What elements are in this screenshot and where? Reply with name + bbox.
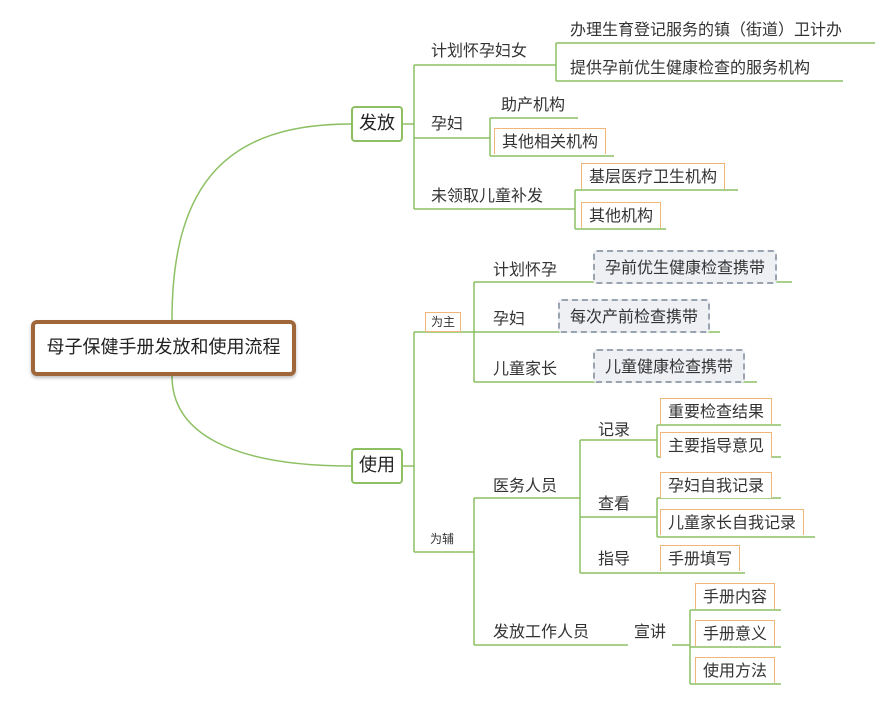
node-view-item-1[interactable]: 孕妇自我记录 bbox=[660, 472, 773, 498]
distribute-label: 发放 bbox=[359, 113, 395, 134]
node-lecture-item-3[interactable]: 使用方法 bbox=[695, 657, 776, 683]
link-root-distribute bbox=[171, 123, 352, 321]
node-primary-plan[interactable]: 计划怀孕 bbox=[493, 260, 558, 279]
node-lecture-item-2[interactable]: 手册意义 bbox=[695, 620, 776, 646]
root-node[interactable]: 母子保健手册发放和使用流程 bbox=[31, 320, 296, 376]
link-root-use bbox=[171, 375, 352, 467]
node-primary-pregnant-item[interactable]: 每次产前检查携带 bbox=[558, 299, 711, 333]
node-unclaimed-item-1[interactable]: 基层医疗卫生机构 bbox=[581, 163, 726, 189]
node-pregnant-item-1[interactable]: 助产机构 bbox=[501, 95, 566, 114]
node-primary[interactable]: 为主 bbox=[425, 312, 462, 332]
node-distribute[interactable]: 发放 bbox=[351, 106, 403, 142]
node-record-item-1[interactable]: 重要检查结果 bbox=[660, 398, 773, 424]
node-primary-plan-item[interactable]: 孕前优生健康检查携带 bbox=[593, 250, 778, 284]
node-issuing-staff[interactable]: 发放工作人员 bbox=[493, 622, 590, 641]
node-guide[interactable]: 指导 bbox=[598, 549, 631, 568]
root-label: 母子保健手册发放和使用流程 bbox=[46, 337, 281, 358]
node-view-item-2[interactable]: 儿童家长自我记录 bbox=[660, 509, 805, 535]
node-record-item-2[interactable]: 主要指导意见 bbox=[660, 432, 773, 458]
node-pregnant[interactable]: 孕妇 bbox=[431, 114, 464, 133]
node-medical-staff[interactable]: 医务人员 bbox=[493, 476, 558, 495]
node-pregnant-item-2[interactable]: 其他相关机构 bbox=[494, 128, 607, 154]
node-lecture[interactable]: 宣讲 bbox=[634, 622, 667, 641]
node-primary-pregnant[interactable]: 孕妇 bbox=[493, 309, 526, 328]
node-record[interactable]: 记录 bbox=[598, 420, 631, 439]
node-plan-item-2[interactable]: 提供孕前优生健康检查的服务机构 bbox=[570, 58, 811, 77]
node-guide-item-1[interactable]: 手册填写 bbox=[660, 545, 741, 571]
node-auxiliary[interactable]: 为辅 bbox=[430, 532, 455, 546]
node-primary-parent-item[interactable]: 儿童健康检查携带 bbox=[593, 349, 746, 383]
node-plan-item-1[interactable]: 办理生育登记服务的镇（街道）卫计办 bbox=[570, 20, 843, 39]
node-unclaimed-item-2[interactable]: 其他机构 bbox=[581, 202, 662, 228]
node-lecture-item-1[interactable]: 手册内容 bbox=[695, 583, 776, 609]
use-label: 使用 bbox=[359, 455, 395, 476]
node-unclaimed[interactable]: 未领取儿童补发 bbox=[431, 186, 544, 205]
node-use[interactable]: 使用 bbox=[351, 448, 403, 484]
node-primary-parent[interactable]: 儿童家长 bbox=[493, 359, 558, 378]
node-plan-women[interactable]: 计划怀孕妇女 bbox=[431, 41, 528, 60]
node-view[interactable]: 查看 bbox=[598, 494, 631, 513]
